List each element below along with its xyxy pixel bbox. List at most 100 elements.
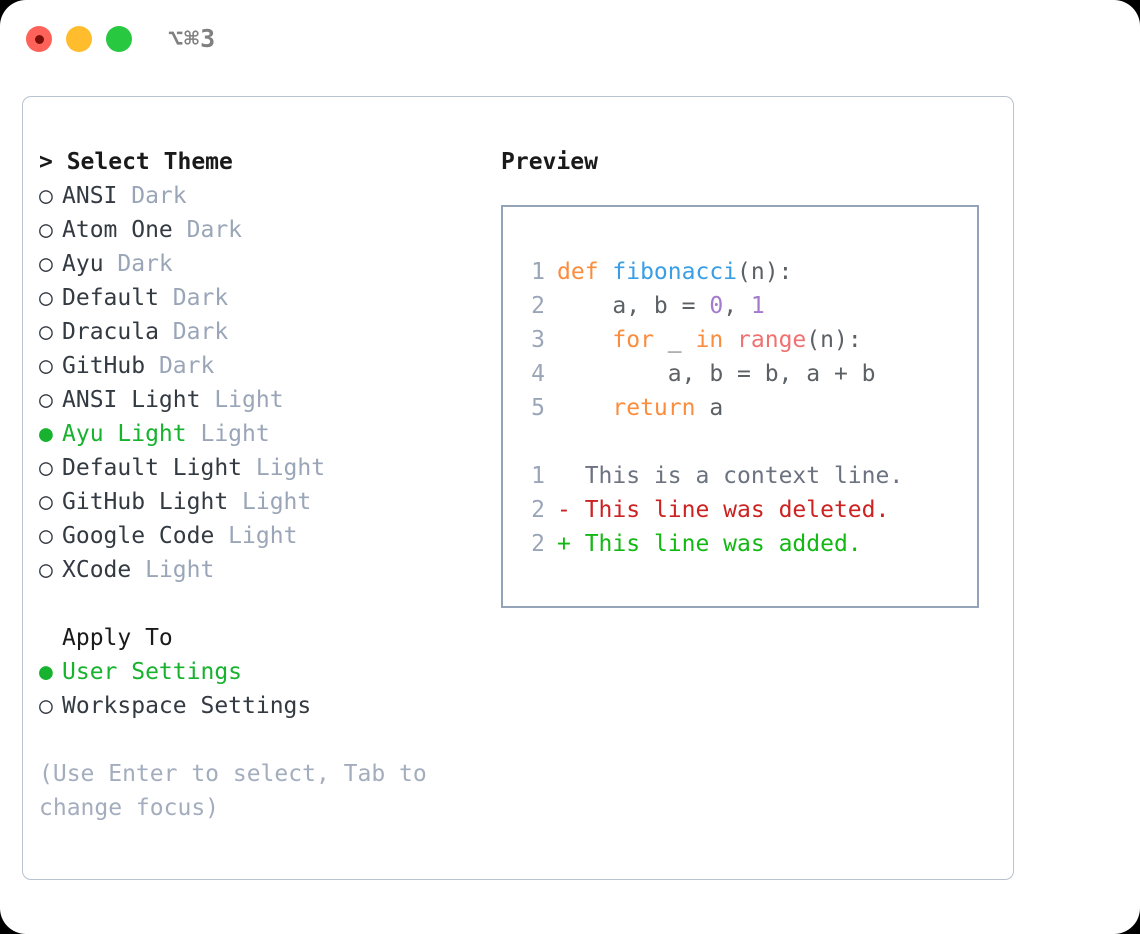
line-number: 5 xyxy=(531,395,545,421)
pane-spacer xyxy=(39,587,489,621)
theme-option-ansi[interactable]: ○ ANSI Dark xyxy=(39,179,489,213)
theme-selector-pane: > Select Theme ○ ANSI Dark○ Atom One Dar… xyxy=(39,145,489,825)
code-token-pl: (n): xyxy=(737,259,793,285)
line-number: 1 xyxy=(531,259,545,285)
preview-heading: Preview xyxy=(501,149,598,175)
radio-unselected-icon: ○ xyxy=(39,693,67,719)
main-card: > Select Theme ○ ANSI Dark○ Atom One Dar… xyxy=(22,96,1014,880)
diff-line-del: 2- This line was deleted. xyxy=(521,493,903,527)
theme-option-label: GitHub xyxy=(62,353,146,379)
theme-option-label: Ayu xyxy=(62,251,104,277)
theme-option-dracula[interactable]: ○ Dracula Dark xyxy=(39,315,489,349)
apply-to-list[interactable]: ● User Settings○ Workspace Settings xyxy=(39,655,489,723)
select-theme-heading: > Select Theme xyxy=(39,149,233,175)
diff-text: This line was deleted. xyxy=(584,497,890,523)
theme-option-atom-one[interactable]: ○ Atom One Dark xyxy=(39,213,489,247)
title-bar: ⌥⌘3 xyxy=(0,0,1140,78)
code-line: 1 def fibonacci(n): xyxy=(521,255,903,289)
theme-option-ansi-light[interactable]: ○ ANSI Light Light xyxy=(39,383,489,417)
line-number: 2 xyxy=(531,497,545,523)
theme-option-variant: Dark xyxy=(158,285,229,311)
radio-unselected-icon: ○ xyxy=(39,455,67,481)
code-token-fn: fibonacci xyxy=(612,259,738,285)
code-token-num: 1 xyxy=(750,293,765,319)
theme-option-variant: Light xyxy=(186,421,270,447)
diff-marker xyxy=(557,463,585,489)
minimize-button-icon[interactable] xyxy=(66,26,92,52)
code-line: 5 return a xyxy=(521,391,903,425)
theme-option-label: XCode xyxy=(62,557,132,583)
theme-option-variant: Dark xyxy=(103,251,173,277)
diff-marker: - xyxy=(557,497,585,523)
theme-option-xcode[interactable]: ○ XCode Light xyxy=(39,553,489,587)
code-token-pl: (n): xyxy=(806,327,862,353)
radio-unselected-icon: ○ xyxy=(39,489,67,515)
theme-option-variant: Light xyxy=(242,455,326,481)
code-token-pl: a, b = b, a + b xyxy=(557,361,876,387)
theme-list[interactable]: ○ ANSI Dark○ Atom One Dark○ Ayu Dark○ De… xyxy=(39,179,489,587)
radio-unselected-icon: ○ xyxy=(39,285,67,311)
apply-to-option-label: User Settings xyxy=(62,659,243,685)
radio-selected-icon: ● xyxy=(39,659,67,685)
radio-unselected-icon: ○ xyxy=(39,353,67,379)
code-token-pl xyxy=(557,395,612,421)
theme-option-github-light[interactable]: ○ GitHub Light Light xyxy=(39,485,489,519)
diff-line-add: 2+ This line was added. xyxy=(521,527,903,561)
code-token-kw: in xyxy=(695,327,724,353)
line-number: 2 xyxy=(531,531,545,557)
diff-line-ctx: 1 This is a context line. xyxy=(521,459,903,493)
theme-option-variant: Dark xyxy=(145,353,215,379)
code-token-num: 0 xyxy=(709,293,724,319)
theme-option-label: ANSI xyxy=(62,183,118,209)
preview-pane: Preview xyxy=(501,145,1001,179)
theme-option-variant: Light xyxy=(200,387,284,413)
theme-option-label: Default Light xyxy=(62,455,243,481)
theme-option-label: Dracula xyxy=(62,319,159,345)
apply-to-option-label: Workspace Settings xyxy=(62,693,312,719)
close-button-icon[interactable] xyxy=(26,26,52,52)
apply-to-option-user-settings[interactable]: ● User Settings xyxy=(39,655,489,689)
code-token-pl: a xyxy=(695,395,724,421)
line-number: 3 xyxy=(531,327,545,353)
theme-option-label: Ayu Light xyxy=(62,421,187,447)
code-line: 4 a, b = b, a + b xyxy=(521,357,903,391)
theme-option-variant: Dark xyxy=(158,319,229,345)
theme-option-google-code[interactable]: ○ Google Code Light xyxy=(39,519,489,553)
theme-option-variant: Light xyxy=(214,523,298,549)
code-line: 2 a, b = 0, 1 xyxy=(521,289,903,323)
code-token-kw: return xyxy=(612,395,696,421)
code-token-bi: range xyxy=(737,327,807,353)
radio-unselected-icon: ○ xyxy=(39,319,67,345)
theme-option-ayu[interactable]: ○ Ayu Dark xyxy=(39,247,489,281)
line-number: 2 xyxy=(531,293,545,319)
diff-text: This is a context line. xyxy=(584,463,904,489)
radio-unselected-icon: ○ xyxy=(39,557,67,583)
radio-unselected-icon: ○ xyxy=(39,217,67,243)
theme-option-default[interactable]: ○ Default Dark xyxy=(39,281,489,315)
apply-to-option-workspace-settings[interactable]: ○ Workspace Settings xyxy=(39,689,489,723)
theme-option-label: GitHub Light xyxy=(62,489,229,515)
keyboard-hint-text: (Use Enter to select, Tab to change focu… xyxy=(39,761,427,821)
code-token-kw: for xyxy=(612,327,654,353)
theme-option-variant: Dark xyxy=(117,183,187,209)
maximize-button-icon[interactable] xyxy=(106,26,132,52)
theme-option-label: Google Code xyxy=(62,523,215,549)
code-token-pl xyxy=(557,327,612,353)
apply-to-heading: Apply To xyxy=(62,625,173,651)
theme-option-default-light[interactable]: ○ Default Light Light xyxy=(39,451,489,485)
line-number: 1 xyxy=(531,463,545,489)
radio-selected-icon: ● xyxy=(39,421,67,447)
code-token-pl: a, b = xyxy=(557,293,710,319)
theme-option-github[interactable]: ○ GitHub Dark xyxy=(39,349,489,383)
keyboard-shortcut-label: ⌥⌘3 xyxy=(168,24,217,53)
code-token-kw: def xyxy=(557,259,613,285)
theme-option-label: ANSI Light xyxy=(62,387,201,413)
theme-option-label: Atom One xyxy=(62,217,173,243)
theme-option-ayu-light[interactable]: ● Ayu Light Light xyxy=(39,417,489,451)
radio-unselected-icon: ○ xyxy=(39,251,67,277)
code-token-pl: _ xyxy=(653,327,696,353)
theme-option-variant: Dark xyxy=(172,217,243,243)
